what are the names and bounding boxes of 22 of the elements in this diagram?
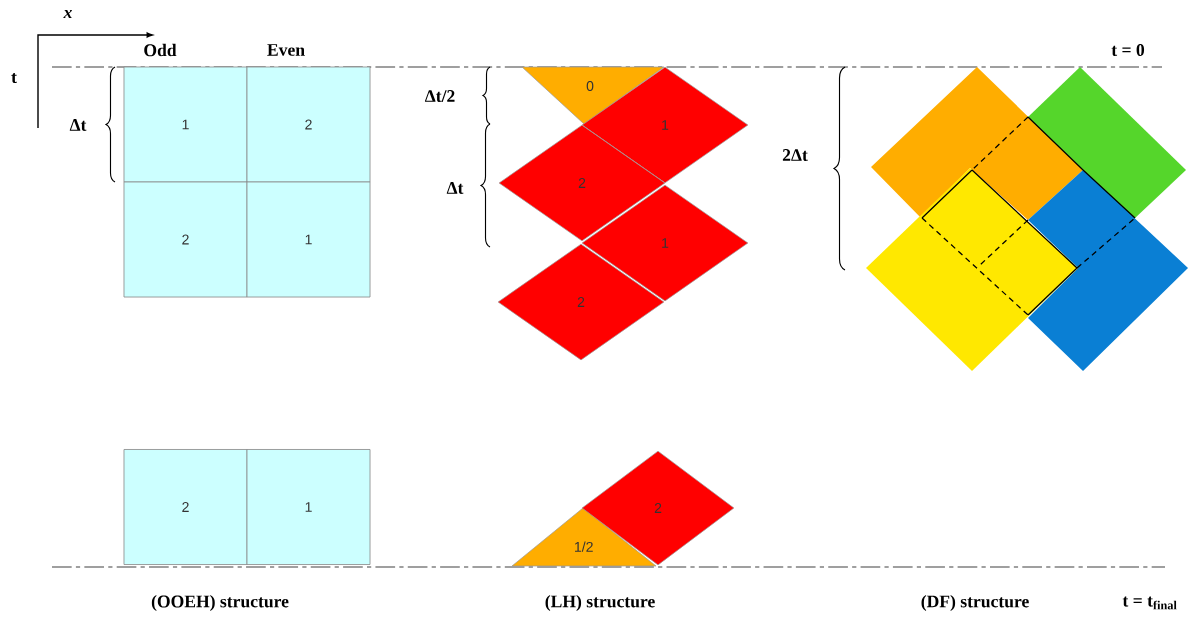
structure-label: (OOEH) structure (151, 595, 289, 611)
square-tile (1028, 67, 1186, 219)
axis-label: t (11, 72, 17, 84)
square-tile (866, 168, 1078, 371)
interval-label: Δt (69, 119, 87, 131)
interval-label: Δt/2 (425, 90, 455, 102)
time-label: t = 0 (1111, 44, 1145, 56)
time-label: t = t$_{final}$ (1122, 596, 1177, 610)
structure-label: (DF) structure (921, 595, 1029, 611)
column-label: Even (267, 44, 305, 56)
cell-square: 1 (123, 66, 248, 183)
square-tile (871, 67, 1083, 220)
cell-square: 2 (123, 181, 248, 298)
cell-square: 2 (123, 449, 248, 565)
square-tile (1028, 170, 1188, 371)
interval-label: 2Δt (782, 149, 808, 161)
axis-label: x (63, 9, 72, 19)
cell-square: 1 (246, 181, 371, 298)
structure-label: (LH) structure (545, 595, 655, 611)
cell-square: 2 (246, 66, 371, 183)
cell-square: 1 (246, 449, 371, 565)
interval-label: Δt (446, 182, 464, 194)
